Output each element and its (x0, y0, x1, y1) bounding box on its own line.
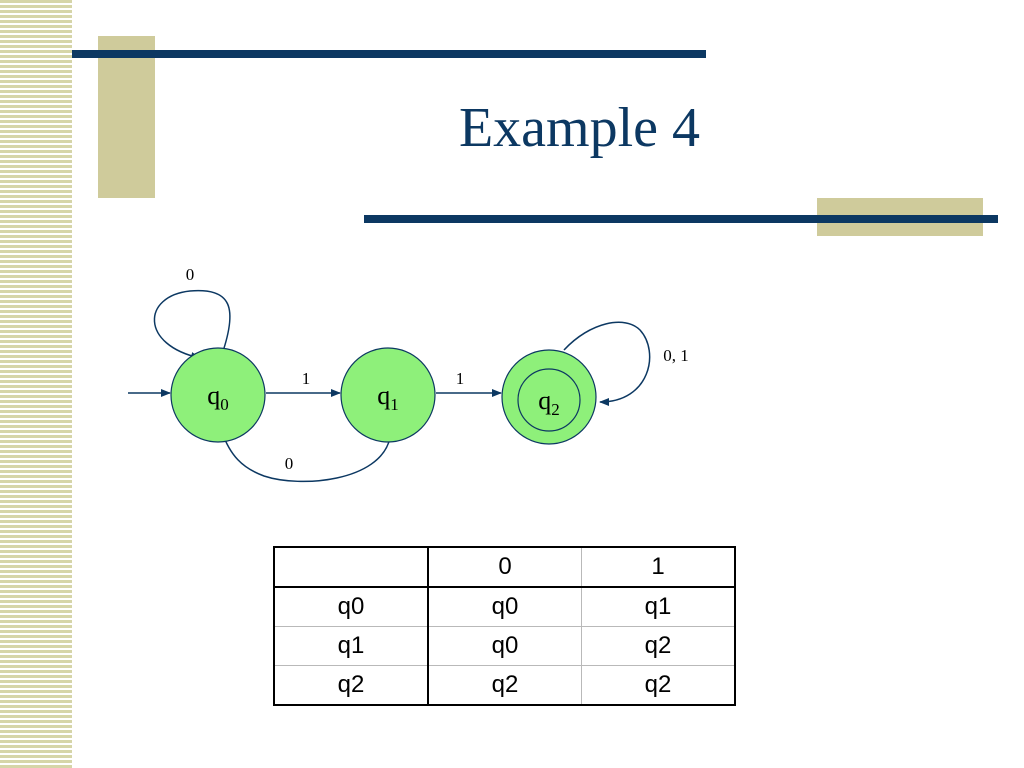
edge-q0-self (153, 289, 231, 361)
edge-label-q0-q1: 1 (302, 369, 311, 388)
edge-q1-q0 (221, 431, 391, 483)
accent-block-left (98, 36, 155, 198)
bottom-rule (364, 215, 998, 223)
table-cell: q2 (427, 665, 582, 706)
table-cell: q2 (581, 626, 736, 666)
header-cell: 0 (427, 546, 582, 588)
state-q2-sub: 2 (551, 400, 560, 419)
transition-table: 0 1 q0 q0 q1 q1 q0 q2 q2 q2 q2 (273, 546, 736, 706)
table-cell: q1 (273, 626, 429, 666)
header-cell: 1 (581, 546, 736, 588)
decorative-stripes (0, 0, 72, 768)
state-q0: q0 (170, 347, 266, 443)
table-cell: q1 (581, 586, 736, 627)
table-cell: q0 (273, 586, 429, 627)
table-cell: q2 (273, 665, 429, 706)
header-cell (273, 546, 429, 588)
top-rule (72, 50, 706, 58)
table-row: q1 q0 q2 (273, 626, 736, 666)
state-q2: q2 (501, 349, 597, 445)
state-q0-sub: 0 (220, 395, 229, 414)
table-cell: q0 (427, 626, 582, 666)
svg-text:q1: q1 (377, 381, 399, 414)
state-q1-label: q (377, 381, 390, 410)
state-q2-label: q (538, 386, 551, 415)
table-cell: q0 (427, 586, 582, 627)
table-row: q2 q2 q2 (273, 665, 736, 706)
table-header-row: 0 1 (273, 546, 736, 588)
edge-label-q2-self: 0, 1 (663, 346, 689, 365)
page-title: Example 4 (458, 97, 700, 159)
state-q1-sub: 1 (390, 395, 399, 414)
state-q1: q1 (340, 347, 436, 443)
edge-q2-self (563, 321, 651, 406)
edge-label-q1-q0: 0 (285, 454, 294, 473)
accepting-ring (517, 368, 581, 432)
svg-text:q2: q2 (538, 386, 560, 419)
table-cell: q2 (581, 665, 736, 706)
svg-text:q0: q0 (207, 381, 229, 414)
edge-label-q0-self: 0 (186, 265, 195, 284)
edge-label-q1-q2: 1 (456, 369, 465, 388)
table-row: q0 q0 q1 (273, 586, 736, 627)
state-q0-label: q (207, 381, 220, 410)
